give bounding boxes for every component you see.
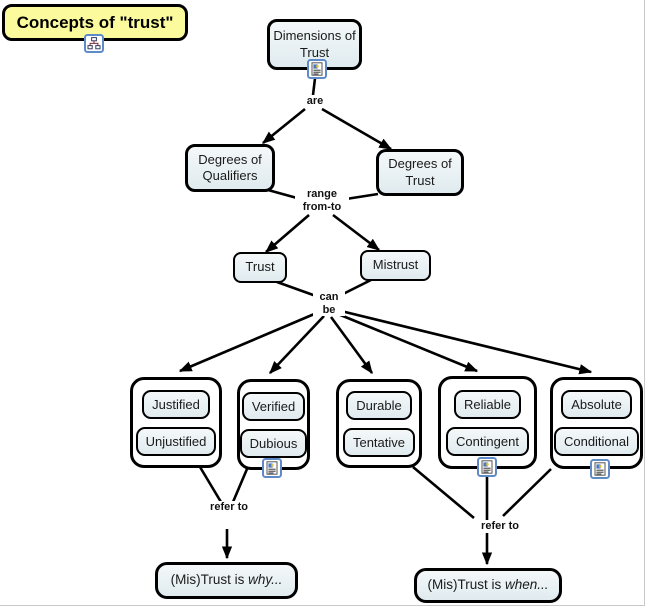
resource-note-icon[interactable] <box>262 458 282 478</box>
node-degrees-of-trust[interactable]: Degrees of Trust <box>376 149 464 196</box>
group-absolute-conditional[interactable]: Absolute Conditional <box>550 377 643 469</box>
group-durable-tentative[interactable]: Durable Tentative <box>336 379 422 468</box>
node-mistrust-is-why[interactable]: (Mis)Trust is why... <box>155 562 298 599</box>
link-label-are[interactable]: are <box>299 95 331 108</box>
node-label: Degrees of Qualifiers <box>198 151 262 183</box>
node-label: Dimensions of Trust <box>273 28 356 60</box>
group-justified-unjustified[interactable]: Justified Unjustified <box>130 377 222 468</box>
link-label-can-be[interactable]: can be <box>313 291 345 317</box>
node-trust[interactable]: Trust <box>233 252 287 283</box>
node-conditional[interactable]: Conditional <box>553 427 640 456</box>
node-unjustified[interactable]: Unjustified <box>135 426 217 456</box>
link-label-refer-to-left[interactable]: refer to <box>209 501 249 514</box>
resource-note-icon[interactable] <box>477 457 497 477</box>
node-mistrust[interactable]: Mistrust <box>360 250 431 281</box>
node-reliable[interactable]: Reliable <box>454 389 521 419</box>
map-title-label: Concepts of "trust" <box>16 12 174 32</box>
link-label-range-from-to[interactable]: range from-to <box>295 188 349 214</box>
outcome-when-text: (Mis)Trust is when... <box>427 577 549 593</box>
resource-note-icon[interactable] <box>590 459 610 479</box>
node-durable[interactable]: Durable <box>346 390 412 420</box>
node-absolute[interactable]: Absolute <box>561 390 632 419</box>
node-label: Degrees of Trust <box>388 156 452 188</box>
node-dubious[interactable]: Dubious <box>239 428 308 458</box>
link-label-refer-to-right[interactable]: refer to <box>466 520 534 533</box>
concept-map-icon[interactable] <box>84 34 104 53</box>
group-reliable-contingent[interactable]: Reliable Contingent <box>438 376 537 469</box>
node-label: Trust <box>245 259 275 275</box>
node-degrees-of-qualifiers[interactable]: Degrees of Qualifiers <box>185 144 275 192</box>
node-verified[interactable]: Verified <box>241 391 306 421</box>
node-justified[interactable]: Justified <box>142 389 210 419</box>
node-contingent[interactable]: Contingent <box>446 426 529 456</box>
node-tentative[interactable]: Tentative <box>342 427 416 457</box>
node-mistrust-is-when[interactable]: (Mis)Trust is when... <box>414 568 562 603</box>
node-label: Mistrust <box>372 257 419 273</box>
group-verified-dubious[interactable]: Verified Dubious <box>237 379 310 470</box>
outcome-why-text: (Mis)Trust is why... <box>170 572 283 588</box>
resource-note-icon[interactable] <box>307 59 327 79</box>
